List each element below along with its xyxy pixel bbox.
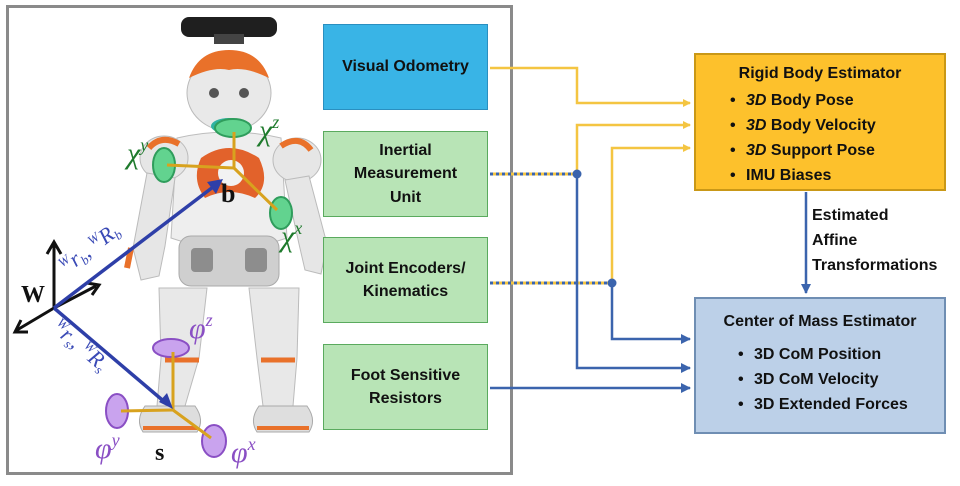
com-item: 3D CoM Position (738, 342, 932, 367)
robot-illustration: W b s χy χz χx φz φy φx Wrb, WRb Wrs, WR… (12, 17, 340, 469)
rigid-body-item: 3D Body Velocity (730, 113, 932, 138)
com-title: Center of Mass Estimator (723, 313, 917, 330)
line-imu-to-rigid (575, 121, 691, 175)
fsr-disc-z (152, 338, 190, 358)
fsr-box: Foot Sensitive Resistors (323, 344, 488, 430)
head-camera (181, 17, 277, 37)
visual-odometry-label: Visual Odometry (342, 58, 469, 76)
line-joint-to-rigid (610, 144, 691, 283)
rigid-body-item: 3D Body Pose (730, 88, 932, 113)
chi-x-label: χx (278, 218, 302, 253)
com-item: 3D Extended Forces (738, 392, 932, 417)
phi-z-label: φz (189, 310, 213, 345)
rigid-body-estimator: Rigid Body Estimator 3D Body Pose 3D Bod… (694, 53, 946, 191)
chi-z-label: χz (256, 112, 279, 147)
com-item: 3D CoM Velocity (738, 367, 932, 392)
affine-transformations-note: Estimated Affine Transformations (812, 207, 938, 274)
fsr-label: Foot Sensitive Resistors (350, 366, 461, 407)
line-vo-to-rigid (490, 66, 691, 107)
chi-y-label: χy (124, 135, 148, 170)
world-frame-label: W (21, 282, 45, 308)
line-joint-to-com (610, 283, 691, 344)
com-estimator: Center of Mass Estimator 3D CoM Position… (694, 297, 946, 434)
phi-y-label: φy (95, 430, 120, 465)
rigid-body-item: IMU Biases (730, 163, 932, 188)
junction-imu (572, 169, 582, 179)
imu-label: Inertial Measurement Unit (353, 142, 458, 206)
rigid-body-list: 3D Body Pose 3D Body Velocity 3D Support… (708, 88, 932, 188)
phi-x-label: φx (231, 434, 256, 469)
imu-box: Inertial Measurement Unit (323, 131, 488, 217)
robot-right-foot (253, 405, 313, 433)
imu-disc-x (269, 196, 293, 230)
visual-odometry-box: Visual Odometry (323, 24, 488, 110)
support-frame-label: s (155, 440, 164, 466)
line-imu-to-com (575, 174, 691, 373)
position-vectors (52, 179, 223, 409)
joint-encoders-box: Joint Encoders/ Kinematics (323, 237, 488, 323)
rigid-body-title: Rigid Body Estimator (738, 65, 902, 82)
robot-left-foot (139, 405, 201, 433)
rigid-body-item: 3D Support Pose (730, 138, 932, 163)
junction-joint (607, 278, 617, 288)
com-list: 3D CoM Position 3D CoM Velocity 3D Exten… (708, 342, 932, 417)
fsr-disc-x (201, 424, 227, 458)
body-frame-label: b (221, 179, 235, 208)
joint-encoders-label: Joint Encoders/ Kinematics (345, 259, 466, 300)
